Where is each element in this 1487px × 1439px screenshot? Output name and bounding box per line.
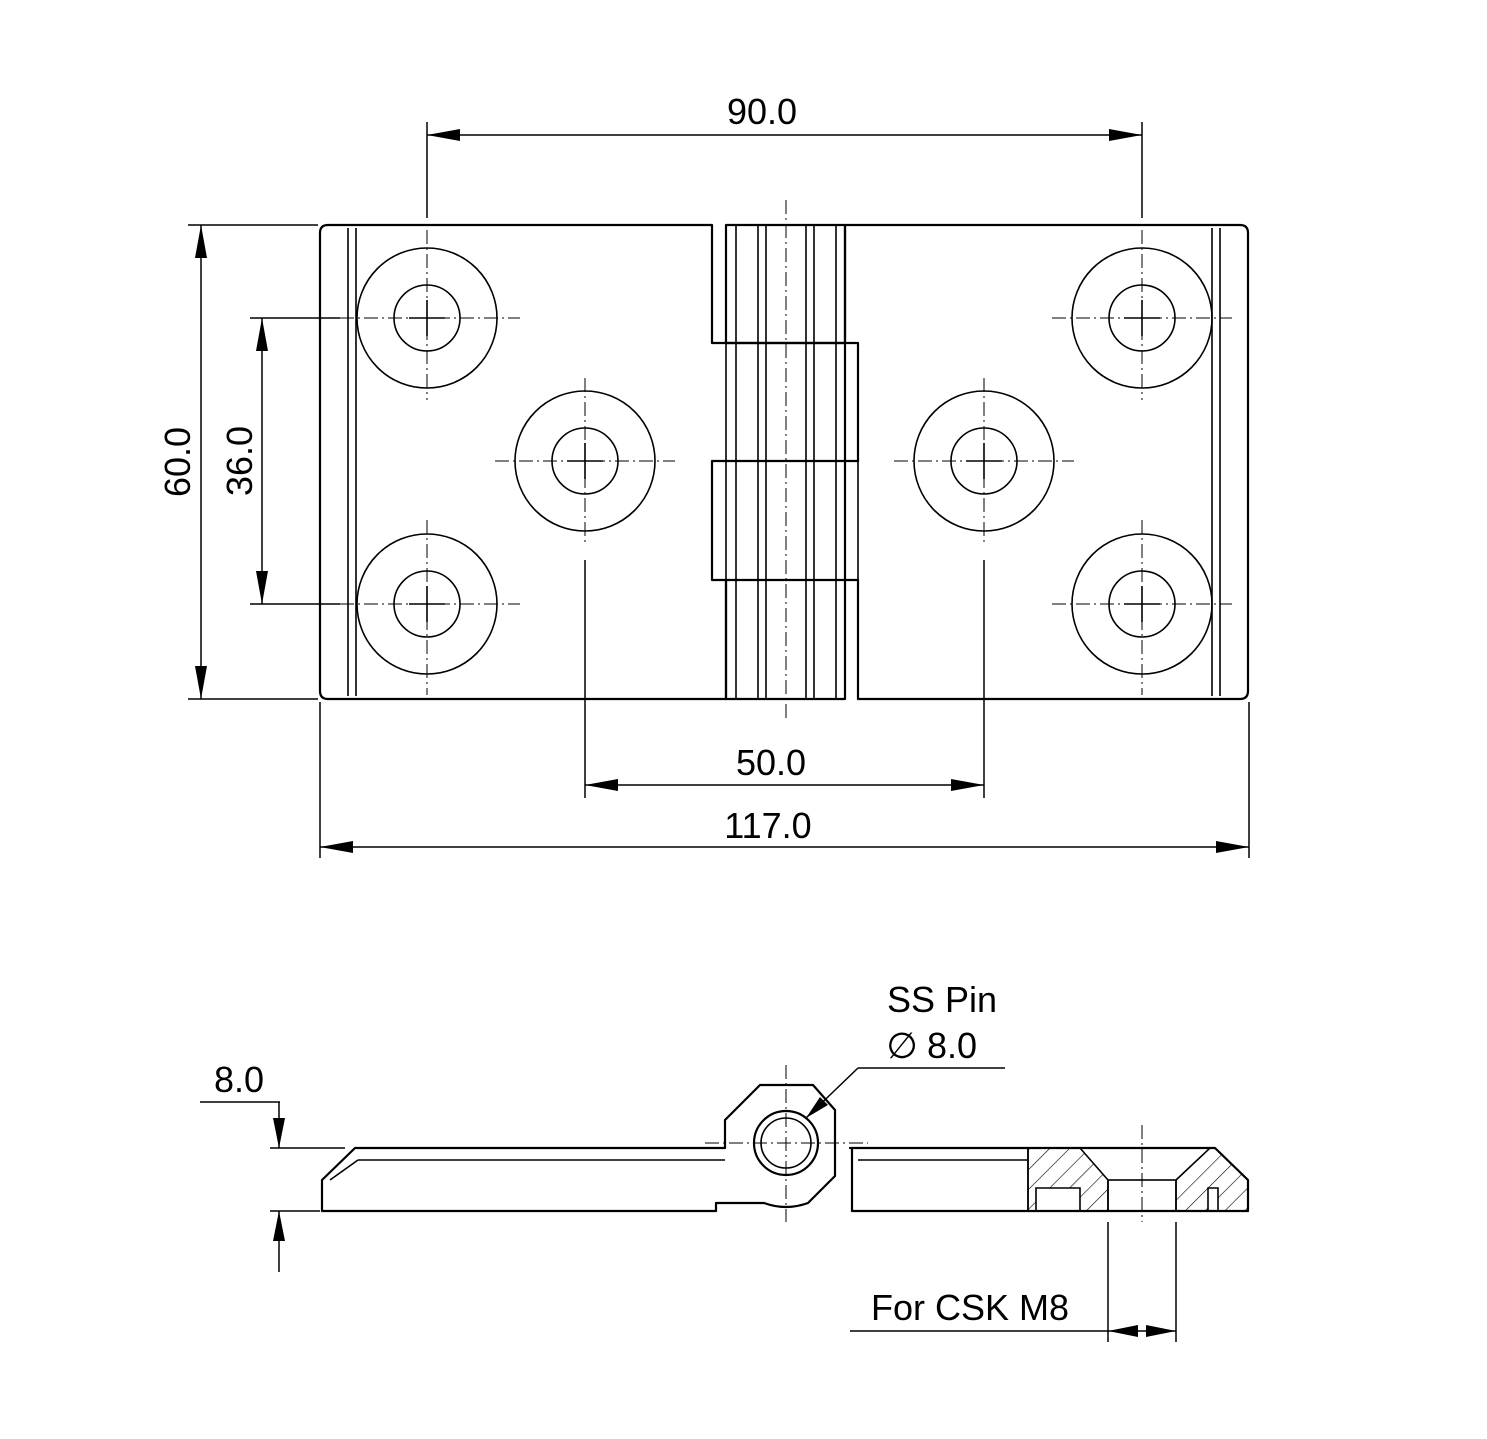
dimension-60: 60.0 — [157, 224, 318, 700]
csk-dimension: For CSK M8 — [850, 1222, 1177, 1342]
pin-material-label: SS Pin — [887, 979, 997, 1020]
dimension-8: 8.0 — [200, 1059, 345, 1272]
csk-hole-section — [1027, 1125, 1249, 1222]
pin-leader: SS Pin ∅ 8.0 — [805, 979, 1005, 1119]
hole-centerlines — [340, 230, 1232, 695]
csk-note-label: For CSK M8 — [871, 1287, 1069, 1328]
hinge-pin — [705, 1065, 868, 1222]
dimension-8-label: 8.0 — [214, 1059, 264, 1100]
section-hatch-left — [1027, 1147, 1109, 1212]
left-leaf-outline — [318, 223, 860, 701]
pin-diameter-label: 8.0 — [927, 1025, 977, 1066]
right-leaf-outline — [843, 223, 1250, 701]
section-hatch-right — [1175, 1147, 1249, 1212]
dimension-50-label: 50.0 — [736, 742, 806, 783]
diameter-symbol: ∅ — [886, 1025, 917, 1066]
dimension-60-label: 60.0 — [157, 427, 198, 497]
left-leaf-profile — [320, 1083, 837, 1213]
dimension-117-label: 117.0 — [724, 805, 811, 846]
side-view: SS Pin ∅ 8.0 8.0 For CSK M8 — [200, 979, 1250, 1342]
dimension-36: 36.0 — [219, 317, 340, 605]
dimension-36-label: 36.0 — [219, 426, 260, 496]
dimension-90: 90.0 — [426, 91, 1143, 218]
dimension-90-label: 90.0 — [727, 91, 797, 132]
dimension-117: 117.0 — [319, 702, 1250, 858]
knuckle-middle-2 — [725, 460, 859, 581]
knuckle-middle — [725, 342, 859, 462]
top-view: 90.0 60.0 36.0 50.0 — [157, 91, 1250, 858]
knuckle-lines — [735, 225, 837, 699]
dimension-50: 50.0 — [584, 560, 985, 798]
left-leaf-profile-chamfer — [329, 1159, 359, 1181]
